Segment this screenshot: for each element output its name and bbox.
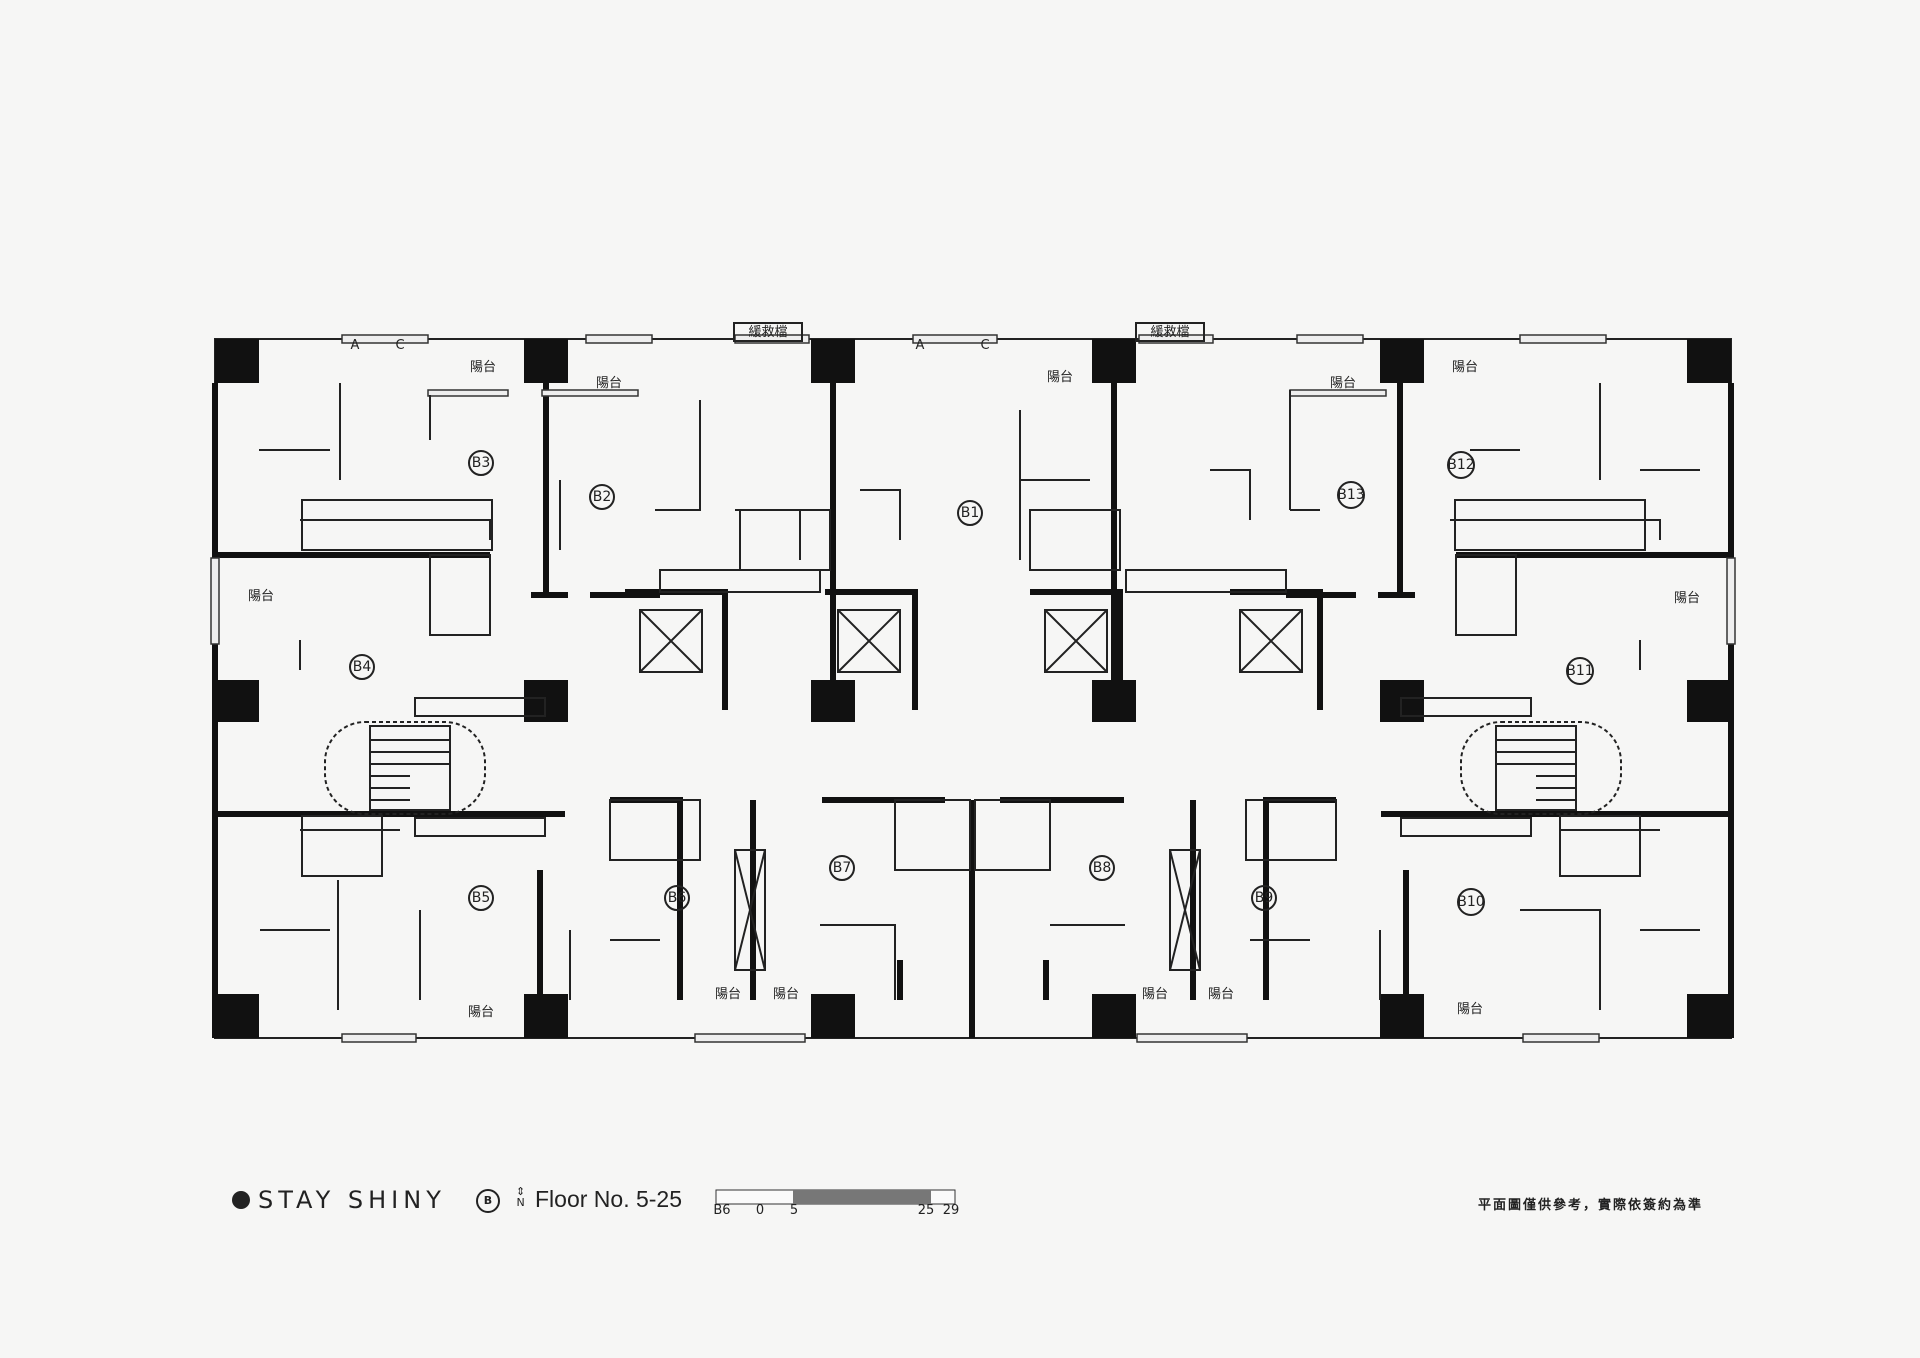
- svg-text:陽台: 陽台: [470, 360, 496, 375]
- svg-text:陽台: 陽台: [1330, 376, 1356, 391]
- svg-text:B6: B6: [713, 1203, 730, 1218]
- svg-text:陽台: 陽台: [1047, 370, 1073, 385]
- unit-b12: B12: [1447, 451, 1475, 479]
- svg-text:C: C: [980, 338, 989, 353]
- unit-b6: B6: [664, 885, 690, 911]
- unit-b5: B5: [468, 885, 494, 911]
- svg-text:陽台: 陽台: [1208, 987, 1234, 1002]
- svg-text:陽台: 陽台: [1457, 1002, 1483, 1017]
- unit-b9: B9: [1251, 885, 1277, 911]
- svg-text:B7: B7: [833, 860, 852, 876]
- floor-range-highlight: [793, 1190, 931, 1204]
- svg-text:25: 25: [918, 1203, 935, 1218]
- room-partitions: [259, 383, 1700, 1010]
- columns: [215, 339, 1731, 1038]
- stairs: [324, 721, 1622, 971]
- svg-text:A: A: [351, 338, 360, 353]
- north-arrow-icon: ⇕N: [516, 1185, 526, 1209]
- svg-text:B1: B1: [961, 505, 980, 521]
- svg-text:緩救檔: 緩救檔: [748, 324, 787, 340]
- svg-text:緩救檔: 緩救檔: [1150, 324, 1189, 340]
- svg-text:B9: B9: [1255, 890, 1274, 906]
- floor-scale-bar: B6 0 5 25 29: [713, 1189, 960, 1218]
- svg-text:陽台: 陽台: [1142, 987, 1168, 1002]
- svg-text:B10: B10: [1457, 894, 1484, 910]
- elevator-core: [414, 569, 1532, 837]
- unit-b3: B3: [468, 450, 494, 476]
- unit-b2: B2: [589, 484, 615, 510]
- svg-text:B8: B8: [1093, 860, 1112, 876]
- brand-logo: STAY SHINY: [232, 1186, 446, 1214]
- unit-labels: B1 B2 B3 B4 B5 B6 B7 B8 B9 B10 B11 B12 B…: [349, 450, 1594, 916]
- svg-text:B3: B3: [472, 455, 491, 471]
- floor-range-label: Floor No. 5-25: [535, 1186, 683, 1212]
- svg-text:29: 29: [943, 1203, 960, 1218]
- unit-b8: B8: [1089, 855, 1115, 881]
- windows: [210, 334, 1736, 1043]
- globe-icon: [232, 1191, 250, 1209]
- svg-text:B12: B12: [1447, 457, 1474, 473]
- unit-b4: B4: [349, 654, 375, 680]
- svg-text:B5: B5: [472, 890, 491, 906]
- svg-text:5: 5: [790, 1203, 798, 1218]
- svg-text:C: C: [395, 338, 404, 353]
- building-badge: B: [476, 1189, 500, 1213]
- balcony-labels: 陽台陽台 陽台陽台 陽台陽台 陽台陽台 陽台陽台 陽台陽台 陽台 緩救檔 緩救檔: [248, 322, 1700, 1020]
- svg-text:陽台: 陽台: [773, 987, 799, 1002]
- svg-text:陽台: 陽台: [596, 376, 622, 391]
- svg-text:B13: B13: [1337, 487, 1364, 503]
- svg-text:陽台: 陽台: [1674, 591, 1700, 606]
- bathrooms: [301, 499, 1646, 877]
- brand-name: STAY SHINY: [258, 1186, 446, 1214]
- partition-walls: [212, 383, 1734, 1038]
- svg-text:B11: B11: [1566, 663, 1593, 679]
- svg-text:0: 0: [756, 1203, 764, 1218]
- svg-text:B2: B2: [593, 489, 612, 505]
- disclaimer-text: 平面圖僅供參考，實際依簽約為準: [1478, 1198, 1704, 1213]
- unit-b1: B1: [957, 500, 983, 526]
- unit-b10: B10: [1457, 888, 1485, 916]
- svg-text:A: A: [916, 338, 925, 353]
- svg-text:B6: B6: [668, 890, 687, 906]
- svg-text:陽台: 陽台: [1452, 360, 1478, 375]
- svg-text:陽台: 陽台: [468, 1005, 494, 1020]
- unit-b11: B11: [1566, 657, 1594, 685]
- unit-b13: B13: [1337, 481, 1365, 509]
- svg-text:陽台: 陽台: [715, 987, 741, 1002]
- svg-text:B4: B4: [353, 659, 372, 675]
- svg-text:陽台: 陽台: [248, 589, 274, 604]
- unit-b7: B7: [829, 855, 855, 881]
